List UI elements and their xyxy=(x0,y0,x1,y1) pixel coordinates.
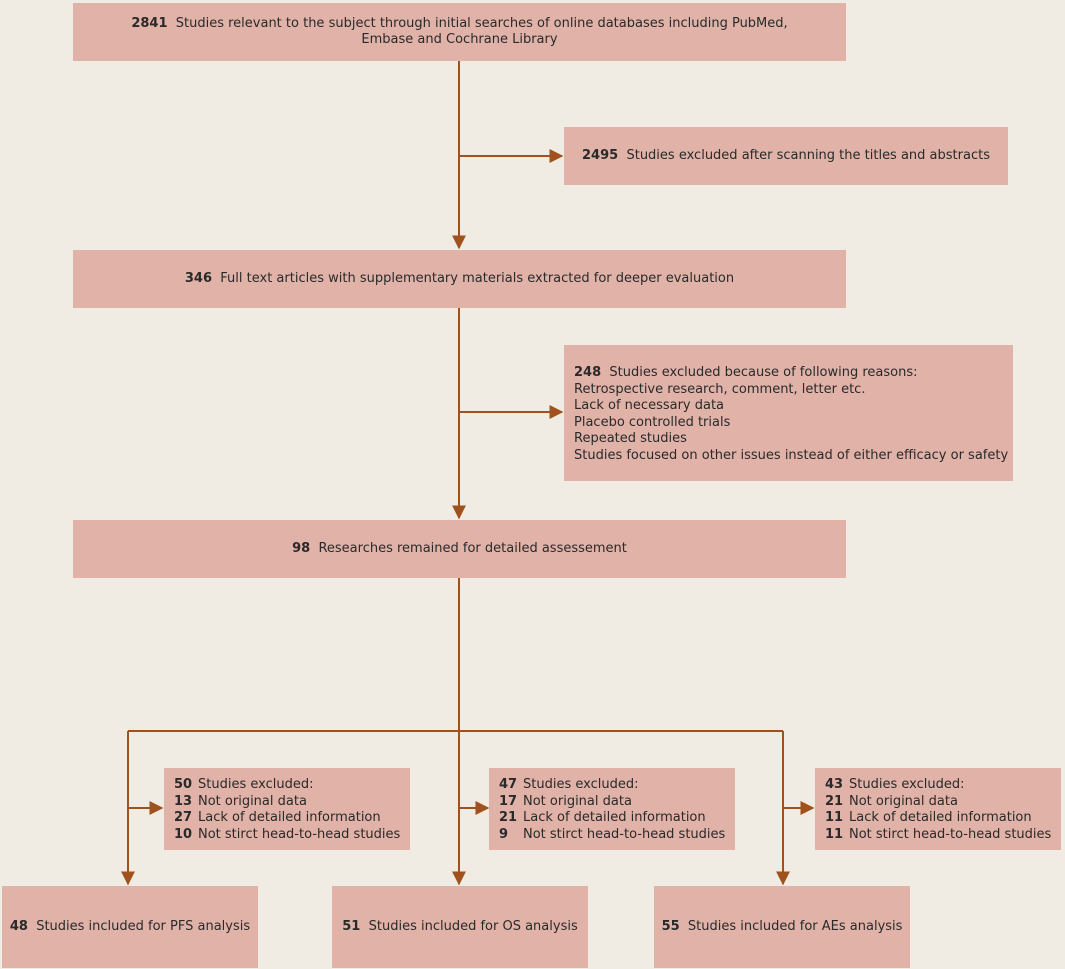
os-count: 51 xyxy=(342,918,361,934)
initial-text: Studies relevant to the subject through … xyxy=(175,15,788,48)
excl-item-text: Not original data xyxy=(523,793,632,809)
full-text-text: Full text articles with supplementary ma… xyxy=(220,270,735,286)
pfs-box: 48 Studies included for PFS analysis xyxy=(2,886,258,968)
excl-aes-title: Studies excluded: xyxy=(849,777,965,792)
excl-item-text: Not original data xyxy=(198,793,307,809)
excluded-reasons-box: 248 Studies excluded because of followin… xyxy=(564,345,1013,481)
pfs-count: 48 xyxy=(9,918,28,934)
excl-item-text: Lack of detailed information xyxy=(198,810,381,825)
excl-item-text: Lack of detailed information xyxy=(849,810,1032,825)
os-box: 51 Studies included for OS analysis xyxy=(332,886,588,968)
excl-item-text: Lack of detailed information xyxy=(523,810,706,825)
excl-item-count: 21 xyxy=(825,793,844,809)
excl-item-count: 10 xyxy=(174,826,193,842)
reason-item: Lack of necessary data xyxy=(574,398,725,413)
initial-count: 2841 xyxy=(131,15,168,31)
full-text-count: 346 xyxy=(184,270,213,286)
reason-item: Repeated studies xyxy=(574,431,687,446)
excl-item-count: 17 xyxy=(499,793,518,809)
reason-item: Retrospective research, comment, letter … xyxy=(574,381,866,397)
aes-text: Studies included for AEs analysis xyxy=(687,918,903,934)
reason-item: Studies focused on other issues instead … xyxy=(574,447,1009,463)
excl-item-count: 9 xyxy=(499,826,509,842)
excl-item-count: 27 xyxy=(174,810,193,825)
excl-item-text: Not stirct head-to-head studies xyxy=(849,826,1052,842)
excluded-reasons-title: Studies excluded because of following re… xyxy=(609,365,918,380)
excl-item-text: Not stirct head-to-head studies xyxy=(198,826,401,842)
excl-item-text: Not stirct head-to-head studies xyxy=(523,826,726,842)
excluded-titles-box: 2495 Studies excluded after scanning the… xyxy=(564,127,1008,185)
excluded-titles-count: 2495 xyxy=(582,147,619,163)
excl-item-count: 13 xyxy=(174,793,193,809)
excl-item-count: 11 xyxy=(825,810,844,825)
os-text: Studies included for OS analysis xyxy=(368,918,578,934)
excl-os-title: Studies excluded: xyxy=(523,777,639,792)
aes-count: 55 xyxy=(661,918,680,934)
excl-os-count: 47 xyxy=(499,777,518,792)
excl-aes-count: 43 xyxy=(825,777,844,792)
remained-box: 98 Researches remained for detailed asse… xyxy=(73,520,846,578)
aes-box: 55 Studies included for AEs analysis xyxy=(654,886,910,968)
excl-pfs-title: Studies excluded: xyxy=(198,777,314,792)
excl-pfs-count: 50 xyxy=(174,777,193,792)
excl-item-count: 11 xyxy=(825,826,844,842)
excluded-titles-text: Studies excluded after scanning the titl… xyxy=(626,147,990,163)
remained-count: 98 xyxy=(292,540,311,556)
excl-item-text: Not original data xyxy=(849,793,958,809)
initial-search-box: 2841 Studies relevant to the subject thr… xyxy=(73,3,846,61)
reason-item: Placebo controlled trials xyxy=(574,414,731,430)
full-text-box: 346 Full text articles with supplementar… xyxy=(73,250,846,308)
pfs-text: Studies included for PFS analysis xyxy=(36,918,251,934)
excl-item-count: 21 xyxy=(499,810,518,825)
remained-text: Researches remained for detailed assesse… xyxy=(318,540,627,556)
excluded-reasons-count: 248 xyxy=(574,365,602,380)
